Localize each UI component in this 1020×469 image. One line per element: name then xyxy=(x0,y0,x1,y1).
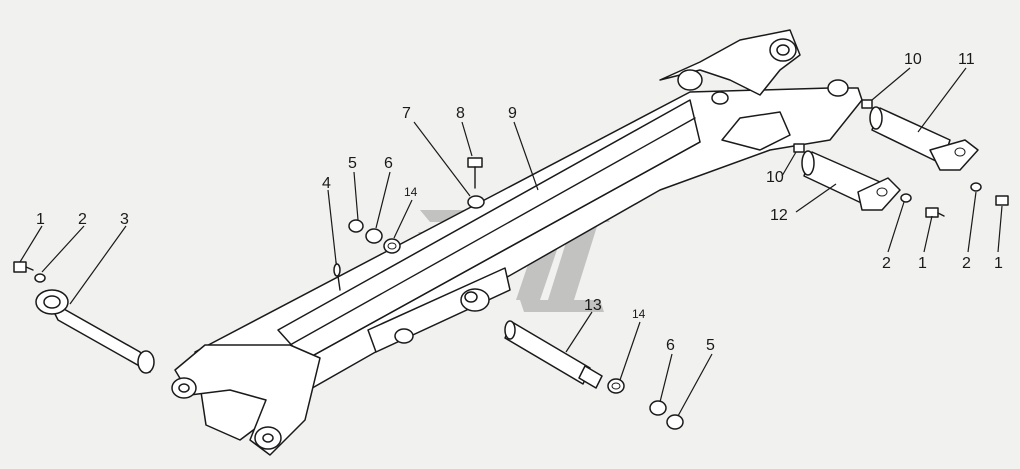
callout-6: 6 xyxy=(384,155,393,172)
fasteners-right xyxy=(900,182,1009,218)
leader-lines xyxy=(19,67,1003,417)
callout-2: 2 xyxy=(78,211,87,228)
callout-1: 1 xyxy=(36,211,45,228)
bolt-left xyxy=(13,261,34,273)
washer-left xyxy=(34,273,46,283)
callout-1-right-b: 1 xyxy=(994,255,1003,272)
callout-12: 12 xyxy=(770,207,788,224)
right-pin-11 xyxy=(861,99,979,171)
callouts: 1 2 3 4 5 6 14 7 8 9 10 11 10 12 2 1 2 1… xyxy=(36,51,1003,354)
bolt-8 xyxy=(467,157,485,209)
callout-2-right-b: 2 xyxy=(962,255,971,272)
callout-2-right-a: 2 xyxy=(882,255,891,272)
callout-11: 11 xyxy=(958,51,975,68)
pin-13 xyxy=(504,320,625,394)
callout-1-right-a: 1 xyxy=(918,255,927,272)
callout-8: 8 xyxy=(456,105,465,122)
callout-5-lower: 5 xyxy=(706,337,715,354)
callout-3: 3 xyxy=(120,211,129,228)
right-pin-12 xyxy=(793,143,901,211)
callout-7: 7 xyxy=(402,105,411,122)
main-beam xyxy=(171,29,863,456)
callout-10-lower: 10 xyxy=(766,169,784,186)
nut-group-left xyxy=(348,219,401,254)
callout-14: 14 xyxy=(404,185,418,199)
callout-4: 4 xyxy=(322,175,331,192)
callout-9: 9 xyxy=(508,105,517,122)
split-pin xyxy=(333,261,341,291)
callout-13: 13 xyxy=(584,297,602,314)
callout-10: 10 xyxy=(904,51,922,68)
nut-group-bottom xyxy=(649,400,684,430)
callout-14-lower: 14 xyxy=(632,307,646,321)
callout-5: 5 xyxy=(348,155,357,172)
callout-6-lower: 6 xyxy=(666,337,675,354)
left-pin xyxy=(35,289,155,374)
